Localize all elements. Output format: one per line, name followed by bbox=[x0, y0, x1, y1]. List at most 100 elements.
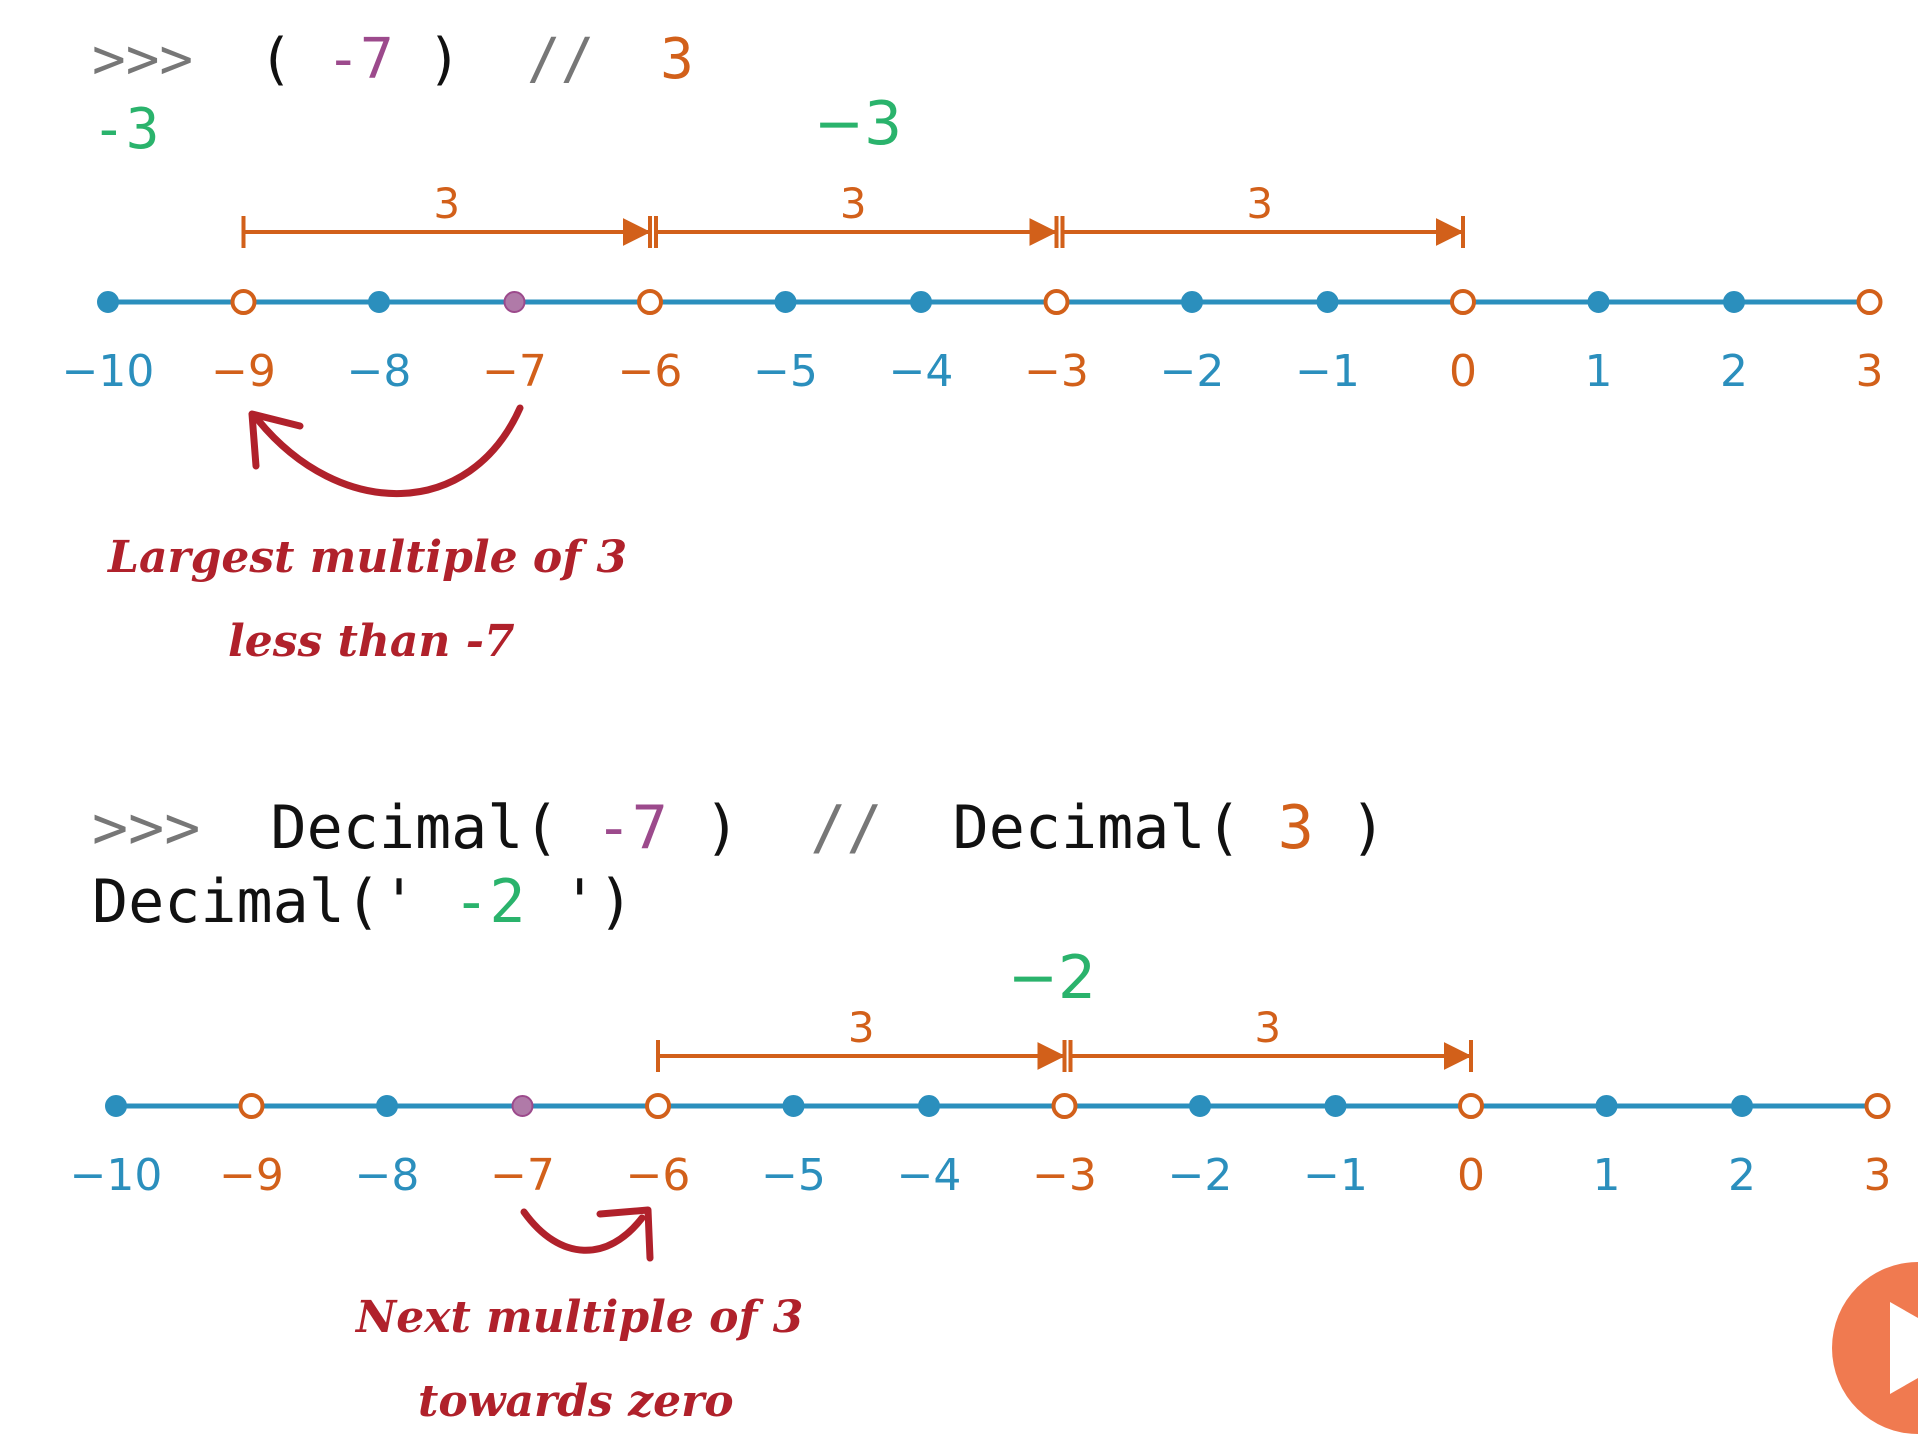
top-prompt: >>> bbox=[92, 27, 193, 92]
top-step-arrows: 3 3 3 bbox=[241, 179, 1465, 248]
top-tick-label-minus3: −3 bbox=[1024, 346, 1089, 397]
bottom-tick-label-1: 1 bbox=[1593, 1150, 1621, 1201]
bottom-tick-label-2: 2 bbox=[1728, 1150, 1756, 1201]
bottom-tick-label-minus9: −9 bbox=[219, 1150, 284, 1201]
top-dividend: -7 bbox=[326, 27, 393, 92]
bottom-point-minus4 bbox=[918, 1095, 940, 1117]
top-point-minus2 bbox=[1181, 291, 1203, 313]
top-open-paren: ( bbox=[259, 27, 293, 92]
bottom-point-minus2 bbox=[1189, 1095, 1211, 1117]
top-curved-arrow bbox=[254, 404, 524, 497]
top-point-2 bbox=[1723, 291, 1745, 313]
top-divisor: 3 bbox=[660, 27, 694, 92]
top-point-minus7 bbox=[503, 291, 526, 313]
bottom-annotation-line1: Next multiple of 3 bbox=[354, 1292, 803, 1343]
top-tick-label-minus1: −1 bbox=[1295, 346, 1360, 397]
bottom-dividend: -7 bbox=[596, 793, 668, 863]
bottom-curved-arrow bbox=[520, 1208, 646, 1254]
bottom-point-2 bbox=[1731, 1095, 1753, 1117]
bottom-func-open: Decimal( bbox=[271, 793, 560, 863]
bottom-point-minus3 bbox=[1051, 1093, 1078, 1119]
bottom-output-close: ') bbox=[562, 867, 634, 937]
bottom-point-3 bbox=[1864, 1093, 1891, 1119]
top-point-minus10 bbox=[97, 291, 119, 313]
top-curved-arrow-head bbox=[248, 410, 304, 470]
bottom-prompt: >>> bbox=[92, 793, 200, 863]
bottom-section: >>> Decimal( -7 ) // Decimal( 3 ) Decima… bbox=[70, 793, 1892, 1427]
top-point-minus4 bbox=[910, 291, 932, 313]
bottom-output-open: Decimal(' bbox=[92, 867, 417, 937]
top-operator: // bbox=[527, 27, 594, 92]
bottom-close-paren: ) bbox=[704, 793, 740, 863]
bottom-tick-label-minus1: −1 bbox=[1303, 1150, 1368, 1201]
play-icon bbox=[1890, 1302, 1918, 1394]
bottom-close-paren2: ) bbox=[1350, 793, 1386, 863]
top-tick-label-2: 2 bbox=[1720, 346, 1748, 397]
top-point-minus5 bbox=[774, 291, 797, 313]
top-point-minus3 bbox=[1043, 289, 1070, 315]
bottom-step-label: 3 bbox=[848, 1003, 875, 1052]
bottom-step-label: 3 bbox=[1254, 1003, 1281, 1052]
top-code-line: >>> ( -7 ) // 3 bbox=[92, 27, 694, 92]
bottom-divisor: 3 bbox=[1278, 793, 1314, 863]
bottom-tick-label-minus7: −7 bbox=[490, 1150, 555, 1201]
top-point-1 bbox=[1587, 291, 1610, 313]
bottom-point-minus10 bbox=[105, 1095, 127, 1117]
top-tick-label-minus9: −9 bbox=[211, 346, 276, 397]
top-point-minus1 bbox=[1316, 291, 1339, 313]
bottom-operator: // bbox=[810, 793, 882, 863]
play-button-circle[interactable] bbox=[1832, 1262, 1918, 1434]
bottom-tick-label-minus8: −8 bbox=[355, 1150, 420, 1201]
top-tick-label-minus10: −10 bbox=[62, 346, 155, 397]
bottom-point-0 bbox=[1458, 1093, 1484, 1119]
bottom-point-minus6 bbox=[645, 1093, 671, 1119]
top-tick-label-minus2: −2 bbox=[1160, 346, 1225, 397]
top-tick-label-minus4: −4 bbox=[889, 346, 954, 397]
top-tick-label-1: 1 bbox=[1585, 346, 1613, 397]
bottom-code-line: >>> Decimal( -7 ) // Decimal( 3 ) bbox=[92, 793, 1386, 863]
top-point-minus9 bbox=[230, 289, 257, 315]
top-close-paren: ) bbox=[427, 27, 461, 92]
top-point-3 bbox=[1856, 289, 1883, 315]
top-step-label: 3 bbox=[433, 179, 460, 228]
bottom-tick-label-minus4: −4 bbox=[897, 1150, 962, 1201]
bottom-point-minus7 bbox=[511, 1095, 534, 1117]
bottom-tick-label-minus6: −6 bbox=[626, 1150, 691, 1201]
bottom-tick-label-0: 0 bbox=[1457, 1150, 1485, 1201]
top-point-0 bbox=[1450, 289, 1476, 315]
bottom-result-label: −2 bbox=[1008, 943, 1096, 1013]
top-result-label: −3 bbox=[814, 89, 902, 159]
top-point-minus8 bbox=[368, 291, 390, 313]
play-button[interactable] bbox=[1832, 1262, 1918, 1434]
bottom-tick-label-minus3: −3 bbox=[1032, 1150, 1097, 1201]
bottom-tick-label-minus5: −5 bbox=[761, 1150, 826, 1201]
top-tick-label-minus6: −6 bbox=[618, 346, 683, 397]
bottom-output: Decimal(' -2 ') bbox=[92, 867, 634, 937]
top-tick-label-minus5: −5 bbox=[753, 346, 818, 397]
top-tick-label-minus8: −8 bbox=[347, 346, 412, 397]
bottom-output-value: -2 bbox=[453, 867, 525, 937]
bottom-func-open2: Decimal( bbox=[953, 793, 1242, 863]
bottom-point-1 bbox=[1595, 1095, 1618, 1117]
top-tick-label-3: 3 bbox=[1856, 346, 1884, 397]
bottom-point-minus1 bbox=[1324, 1095, 1347, 1117]
top-output: -3 bbox=[92, 97, 159, 162]
top-annotation-line2: less than -7 bbox=[228, 616, 515, 667]
bottom-point-minus9 bbox=[238, 1093, 265, 1119]
top-tick-label-0: 0 bbox=[1449, 346, 1477, 397]
top-step-label: 3 bbox=[1246, 179, 1273, 228]
top-step-label: 3 bbox=[840, 179, 867, 228]
bottom-curved-arrow-head bbox=[596, 1206, 654, 1262]
top-annotation-line1: Largest multiple of 3 bbox=[106, 532, 627, 583]
top-tick-label-minus7: −7 bbox=[482, 346, 547, 397]
bottom-point-minus5 bbox=[782, 1095, 805, 1117]
bottom-annotation-line2: towards zero bbox=[418, 1376, 734, 1427]
bottom-tick-label-3: 3 bbox=[1864, 1150, 1892, 1201]
bottom-tick-label-minus2: −2 bbox=[1168, 1150, 1233, 1201]
bottom-tick-label-minus10: −10 bbox=[70, 1150, 163, 1201]
